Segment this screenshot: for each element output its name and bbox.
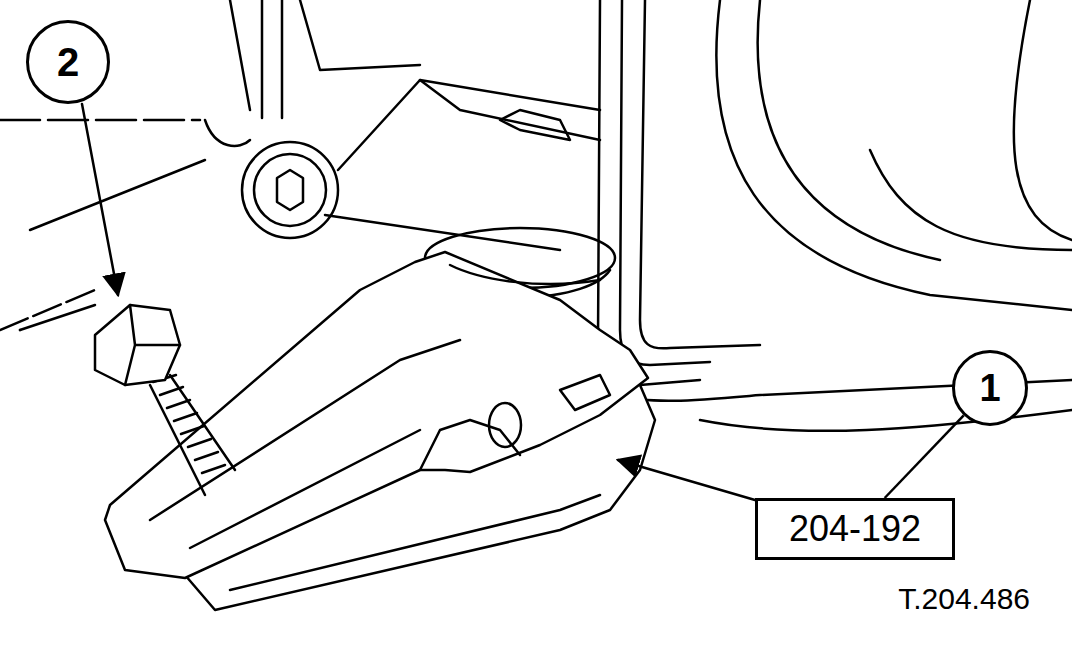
tool-number-box: 204-192	[755, 498, 955, 560]
callout-number: 2	[26, 20, 110, 104]
leader-line	[885, 415, 964, 498]
tool-number: 204-192	[789, 511, 921, 547]
callout-text: 1	[979, 369, 1000, 407]
figure-reference: T.204.486	[898, 584, 1030, 614]
callout-number: 1	[952, 350, 1028, 426]
callout-text: 2	[57, 42, 79, 82]
